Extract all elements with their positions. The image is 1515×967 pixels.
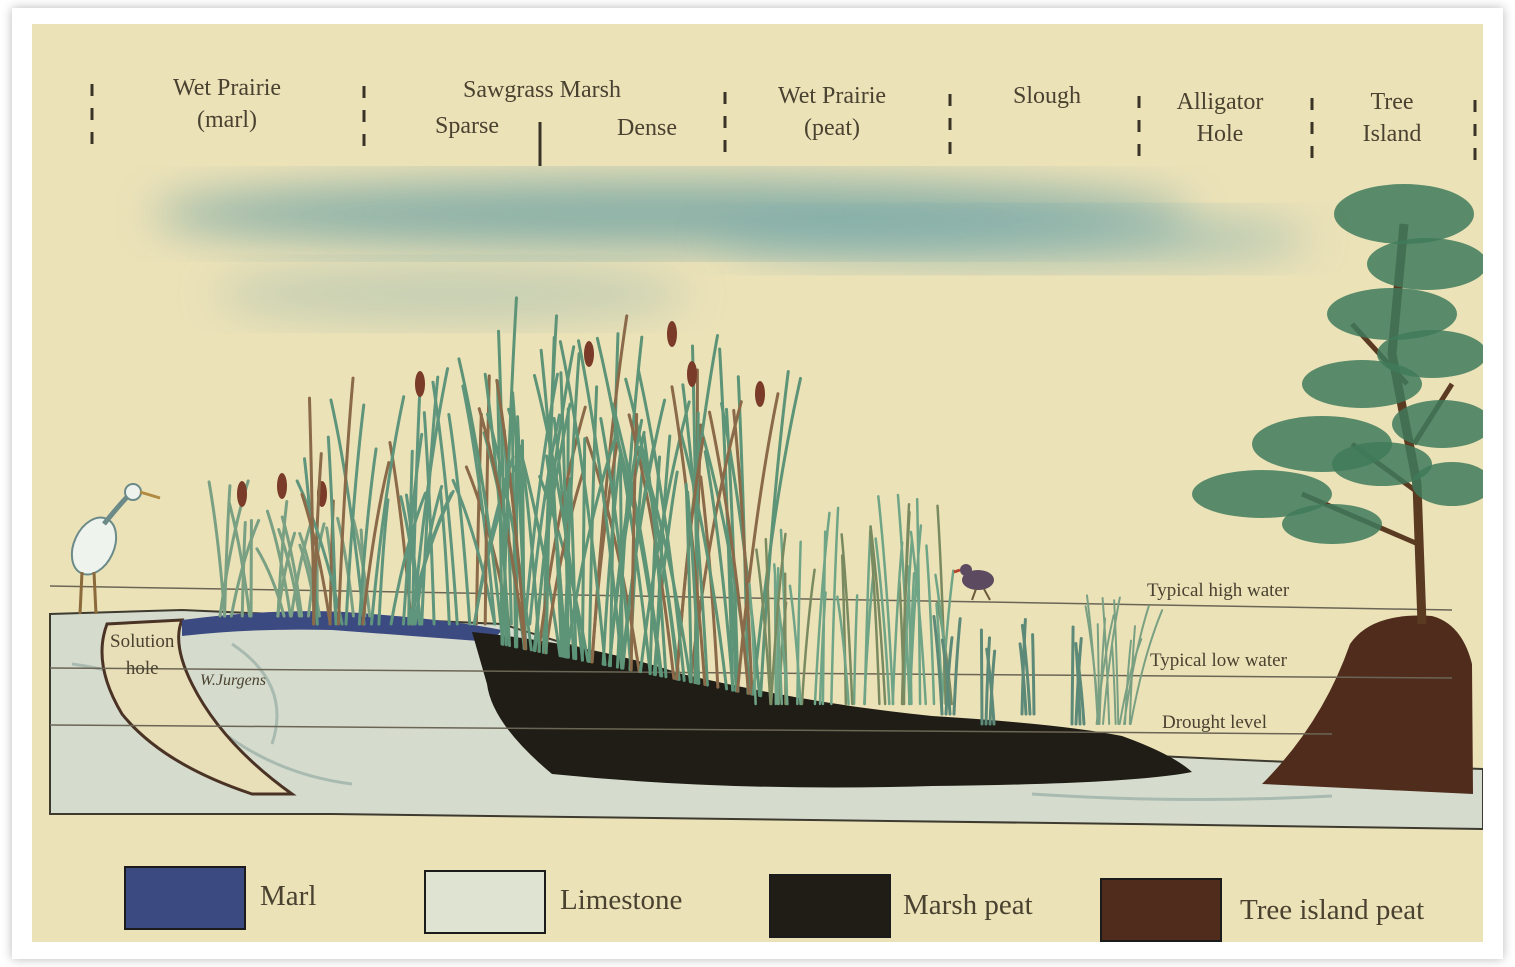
grass-blade [981, 630, 982, 724]
tree-foliage [1302, 360, 1422, 408]
zone-label-slough: Slough [992, 80, 1102, 112]
figure-frame: Wet Prairie (marl) Sawgrass Marsh Sparse… [12, 8, 1503, 959]
grass-blade [1072, 627, 1073, 724]
zone-label-tree-island: Tree Island [1337, 86, 1447, 150]
tree-foliage [1282, 504, 1382, 544]
tree-foliage [1367, 238, 1483, 290]
legend-label-tree-island-peat: Tree island peat [1240, 894, 1424, 927]
grass-blade [1103, 598, 1110, 724]
legend-label-marl: Marl [260, 880, 316, 913]
zone-label-sparse: Sparse [417, 110, 517, 142]
drought-level-label: Drought level [1162, 712, 1267, 734]
grass-blade [802, 570, 815, 704]
grass-blade [823, 532, 825, 704]
grass-blade [1112, 644, 1116, 724]
grass-blade [1033, 635, 1034, 714]
seed-head [415, 371, 425, 397]
legend-label-limestone: Limestone [560, 884, 682, 917]
seed-head [687, 361, 697, 387]
zone-label-sawgrass-marsh: Sawgrass Marsh [437, 74, 647, 106]
grass-blade [229, 502, 250, 616]
seed-head [584, 341, 594, 367]
grass-blade [242, 522, 245, 616]
zone-label-dense: Dense [597, 112, 697, 144]
seed-head [755, 381, 765, 407]
heron-bird [63, 484, 160, 614]
zone-label-wet-prairie-peat: Wet Prairie (peat) [757, 80, 907, 144]
tree-foliage [1332, 442, 1432, 486]
solution-hole-label: Solution hole [110, 628, 174, 682]
typical-low-water-label: Typical low water [1150, 650, 1287, 672]
diagram-paper: Wet Prairie (marl) Sawgrass Marsh Sparse… [32, 24, 1483, 942]
grass-blade [831, 508, 838, 704]
zone-label-wet-prairie-marl: Wet Prairie (marl) [152, 72, 302, 136]
grass-blade [926, 546, 934, 704]
tree-island-peat [1262, 616, 1473, 794]
seed-head [277, 473, 287, 499]
legend-swatch-marl [124, 866, 246, 930]
sky-haze [152, 180, 1312, 322]
legend-label-marsh-peat: Marsh peat [903, 889, 1033, 922]
ecosystem-cross-section [32, 24, 1483, 942]
tree-foliage [1334, 184, 1474, 244]
legend-swatch-marsh-peat [769, 874, 891, 938]
grass-blade [954, 619, 960, 714]
seed-head [237, 481, 247, 507]
grass-blade [854, 595, 857, 704]
legend-swatch-tree-island-peat [1100, 878, 1222, 942]
zone-label-alligator-hole: Alligator Hole [1160, 86, 1280, 150]
gallinule-bird [954, 564, 994, 600]
grass-blade [209, 482, 225, 616]
seed-head [667, 321, 677, 347]
typical-high-water-label: Typical high water [1147, 580, 1289, 602]
legend-swatch-limestone [424, 870, 546, 934]
artist-signature: W.Jurgens [200, 672, 266, 690]
